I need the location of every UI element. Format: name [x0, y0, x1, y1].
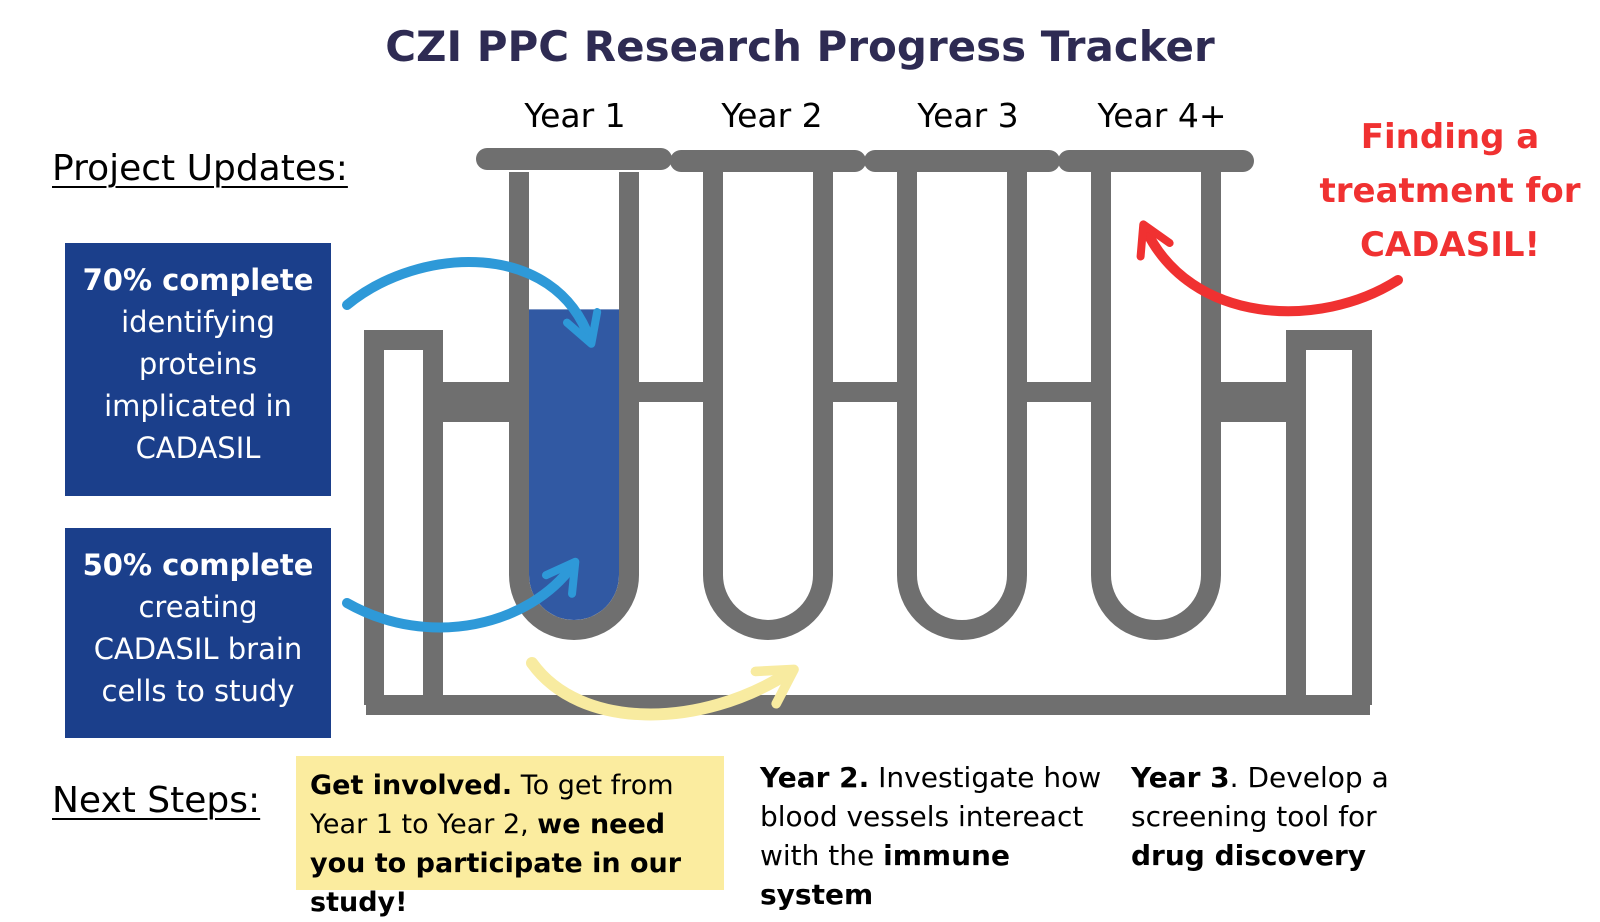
year-label-1: Year 1 — [524, 96, 626, 135]
year-label-3: Year 3 — [917, 96, 1019, 135]
year2-step-lead: Year 2. — [760, 761, 870, 794]
update-text-line: proteins — [138, 347, 258, 381]
update-percent: 50% complete — [82, 548, 314, 582]
year-label-4: Year 4+ — [1097, 96, 1227, 135]
project-updates-heading: Project Updates: — [52, 148, 348, 189]
update-text-line: identifying — [121, 305, 275, 339]
year3-step-text: . Develop a screening tool for — [1131, 761, 1389, 833]
goal-callout: Finding a treatment for CADASIL! — [1300, 110, 1600, 272]
test-tube-1 — [509, 172, 639, 640]
update-box-brain-cells: 50% complete creating CADASIL brain cell… — [65, 528, 331, 738]
test-tube-rack-illustration — [342, 148, 1403, 721]
get-involved-emphasis: we need you to participate in our study! — [310, 809, 682, 918]
rack — [364, 330, 1372, 715]
year-label-2: Year 2 — [721, 96, 823, 135]
test-tube-4 — [1091, 172, 1221, 640]
update-text-line: cells to study — [101, 674, 295, 708]
goal-line: CADASIL! — [1359, 225, 1541, 265]
year3-next-step: Year 3. Develop a screening tool for dru… — [1131, 758, 1416, 875]
test-tube-3 — [897, 172, 1027, 640]
update-text-line: CADASIL brain — [93, 632, 303, 666]
year1-progress-liquid — [529, 309, 619, 620]
get-involved-lead: Get involved. — [310, 770, 513, 801]
update-text-line: implicated in — [104, 389, 292, 423]
test-tubes — [509, 172, 1221, 640]
update-text-line: CADASIL — [135, 431, 261, 465]
next-steps-heading: Next Steps: — [52, 780, 261, 821]
year2-step-text: Investigate how blood vessels intereact … — [760, 761, 1102, 872]
arrow-70-to-year1 — [342, 257, 602, 348]
goal-line: treatment for — [1319, 171, 1581, 211]
arrow-year1-to-year2 — [526, 657, 799, 721]
page-title: CZI PPC Research Progress Tracker — [385, 22, 1215, 71]
year3-step-lead: Year 3 — [1131, 761, 1230, 794]
get-involved-text: To get from Year 1 to Year 2, — [310, 770, 674, 840]
year2-next-step: Year 2. Investigate how blood vessels in… — [760, 758, 1110, 914]
year3-step-emphasis: drug discovery — [1131, 839, 1367, 872]
update-text-line: creating — [138, 590, 258, 624]
goal-line: Finding a — [1360, 117, 1540, 157]
arrow-50-to-year1 — [342, 557, 580, 633]
update-box-proteins: 70% complete identifying proteins implic… — [65, 243, 331, 496]
update-percent: 70% complete — [82, 263, 314, 297]
get-involved-callout: Get involved. To get from Year 1 to Year… — [296, 756, 724, 918]
test-tube-caps — [476, 148, 1254, 172]
arrow-goal-to-year4 — [1136, 220, 1403, 317]
test-tube-2 — [703, 172, 833, 640]
